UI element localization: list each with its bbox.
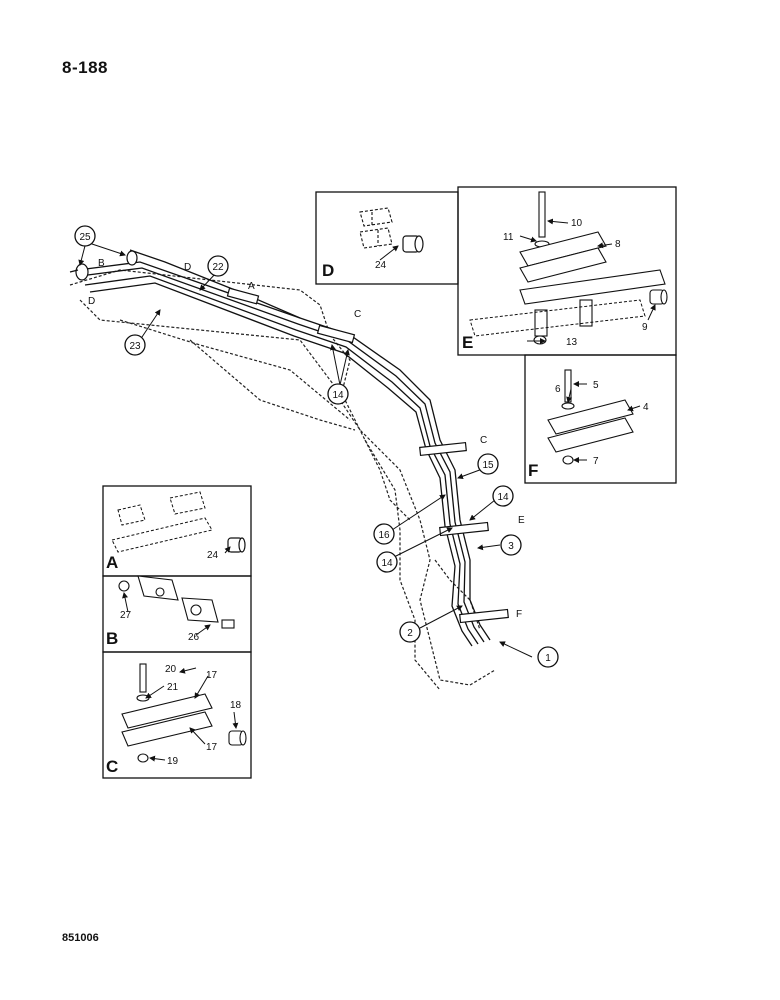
label-7: 7 (593, 456, 599, 467)
inset-frames (102, 186, 677, 779)
label-11: 11 (503, 232, 514, 243)
view-letter-d: D (322, 261, 334, 280)
label-13: 13 (566, 337, 578, 348)
section-mark-d-top: D (184, 262, 191, 273)
view-c-frame (102, 651, 252, 779)
label-24-d: 24 (375, 260, 387, 271)
view-f-parts (547, 369, 634, 465)
section-mark-a: A (248, 281, 255, 292)
label-9: 9 (642, 322, 648, 333)
label-27: 27 (120, 610, 132, 621)
label-26: 26 (188, 632, 200, 643)
left-end-fittings (69, 250, 138, 281)
view-a-parts (111, 491, 213, 553)
label-17-bottom: 17 (206, 742, 218, 753)
bushing-icon (402, 235, 424, 253)
section-mark-d-low: D (88, 296, 95, 307)
page-number: 8-188 (62, 58, 108, 77)
view-f-frame (524, 354, 677, 484)
callout-23: 23 (129, 341, 141, 352)
callout-15: 15 (482, 460, 494, 471)
drawing-number: 851006 (62, 932, 99, 944)
section-mark-b: B (98, 258, 105, 269)
section-mark-e: E (518, 515, 525, 526)
label-21: 19 (167, 756, 179, 767)
callout-2: 2 (407, 628, 413, 639)
label-20: 21 (167, 682, 179, 693)
view-letter-c: C (106, 757, 118, 776)
label-10: 10 (571, 218, 583, 229)
callout-14-top: 14 (332, 390, 344, 401)
boom-outline (69, 269, 496, 691)
label-19: 20 (165, 664, 177, 675)
view-e-dashed-plate (469, 299, 646, 337)
view-e-parts (519, 191, 668, 345)
view-letter-f: F (528, 461, 538, 480)
view-d-parts (359, 207, 393, 249)
view-letter-b: B (106, 629, 118, 648)
section-mark-c-mid: C (480, 435, 487, 446)
label-24-a: 24 (207, 550, 219, 561)
view-a-frame (102, 485, 252, 577)
view-b-parts (118, 575, 235, 629)
label-8: 8 (615, 239, 621, 250)
label-17-top: 17 (206, 670, 218, 681)
callout-circles (74, 225, 559, 668)
callout-22: 22 (212, 262, 224, 273)
bolt-icon (538, 191, 546, 238)
label-18: 18 (230, 700, 242, 711)
view-a-bushing (227, 537, 246, 553)
callout-14-mid: 14 (497, 492, 509, 503)
callout-3: 3 (508, 541, 514, 552)
callout-25: 25 (79, 232, 91, 243)
view-d-frame (315, 191, 459, 285)
callout-1: 1 (545, 653, 551, 664)
section-mark-f: F (516, 609, 522, 620)
view-c-parts (121, 663, 247, 763)
label-4: 4 (643, 402, 649, 413)
label-5: 5 (593, 380, 599, 391)
callout-16: 16 (378, 530, 390, 541)
label-6: 6 (555, 384, 561, 395)
leader-lines (78, 218, 656, 762)
view-letter-a: A (106, 553, 118, 572)
view-letter-e: E (462, 333, 473, 352)
callout-14-low: 14 (381, 558, 393, 569)
section-mark-c-top: C (354, 309, 361, 320)
